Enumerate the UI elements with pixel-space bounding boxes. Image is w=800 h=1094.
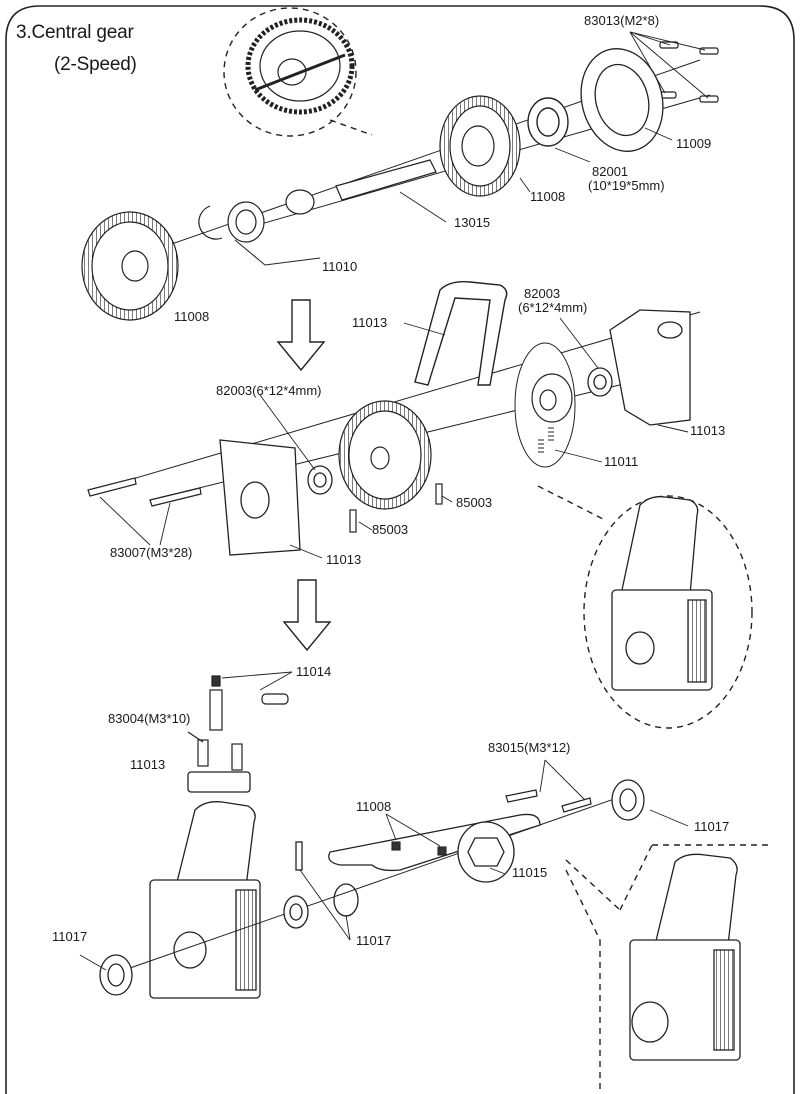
section-title: 3.Central gear [16,22,134,43]
label-11014: 11014 [296,664,332,679]
label-83007: 83007(M3*28) [110,545,193,560]
arch-bracket-11013 [414,280,508,386]
label-85003-a: 85003 [456,495,493,510]
label-82003-a-size: (6*12*4mm) [518,300,588,315]
spur-gear-middle [338,400,432,510]
label-11017-b: 11017 [356,933,392,948]
label-11010: 11010 [322,259,358,274]
pin-11014 [209,675,289,731]
screws-83004 [187,731,243,771]
detail-gear-top [245,17,355,115]
label-83015: 83015(M3*12) [488,740,571,755]
label-82001-size: (10*19*5mm) [588,178,665,193]
right-housing-11013 [609,309,691,426]
label-82003-b: 82003(6*12*4mm) [216,383,322,398]
label-83013: 83013(M2*8) [584,13,660,28]
label-11011: 11011 [604,454,639,469]
detail-housing-mid [611,496,713,691]
bearing-82001 [527,97,569,147]
label-11013-b: 11013 [690,423,726,438]
label-11008-top: 11008 [530,189,566,204]
bearing-and-ring-11017 [283,841,359,929]
cup-11017-right [611,779,645,821]
gear-11008-left [81,211,179,321]
bracket-plate-11015 [328,813,541,883]
final-housing [149,801,261,999]
screws-83007 [87,477,202,507]
clamp-block-11013 [187,771,251,793]
detail-callout-bottom [565,844,770,1090]
pins-85003 [349,483,443,533]
label-11013-a: 11013 [352,315,388,330]
bearing-82003-left [307,465,333,495]
screws-83015 [505,789,592,813]
label-11008-left: 11008 [174,309,210,324]
label-83004: 83004(M3*10) [108,711,191,726]
plate-11011 [514,342,576,468]
down-arrow-2 [282,579,332,652]
detail-housing-bottom [629,853,741,1061]
detail-callout-mid [537,485,753,729]
left-housing-11013 [219,439,301,556]
down-arrow-1 [276,299,326,372]
label-11008-c: 11008 [356,799,392,814]
bearing-82003-right [587,367,613,397]
spacer-11010 [198,189,315,243]
gear-11008-top [439,95,521,197]
set-screws-11008 [391,841,447,856]
page-frame [5,5,795,1094]
detail-callout-top [223,7,373,137]
cup-11017-left [99,954,133,996]
shaft-13015 [335,159,437,201]
label-85003-b: 85003 [372,522,409,537]
label-82003-a: 82003 [524,286,561,301]
label-11017-a: 11017 [694,819,730,834]
springs [538,427,554,453]
label-82001: 82001 [592,164,629,179]
label-11015: 11015 [512,865,548,880]
label-11009: 11009 [676,136,712,151]
section-subtitle: (2-Speed) [54,54,137,75]
label-13015: 13015 [454,215,491,230]
cover-plate-11009 [580,48,664,152]
label-11013-d: 11013 [130,757,166,772]
label-11013-c: 11013 [326,552,362,567]
label-11017-c: 11017 [52,929,88,944]
